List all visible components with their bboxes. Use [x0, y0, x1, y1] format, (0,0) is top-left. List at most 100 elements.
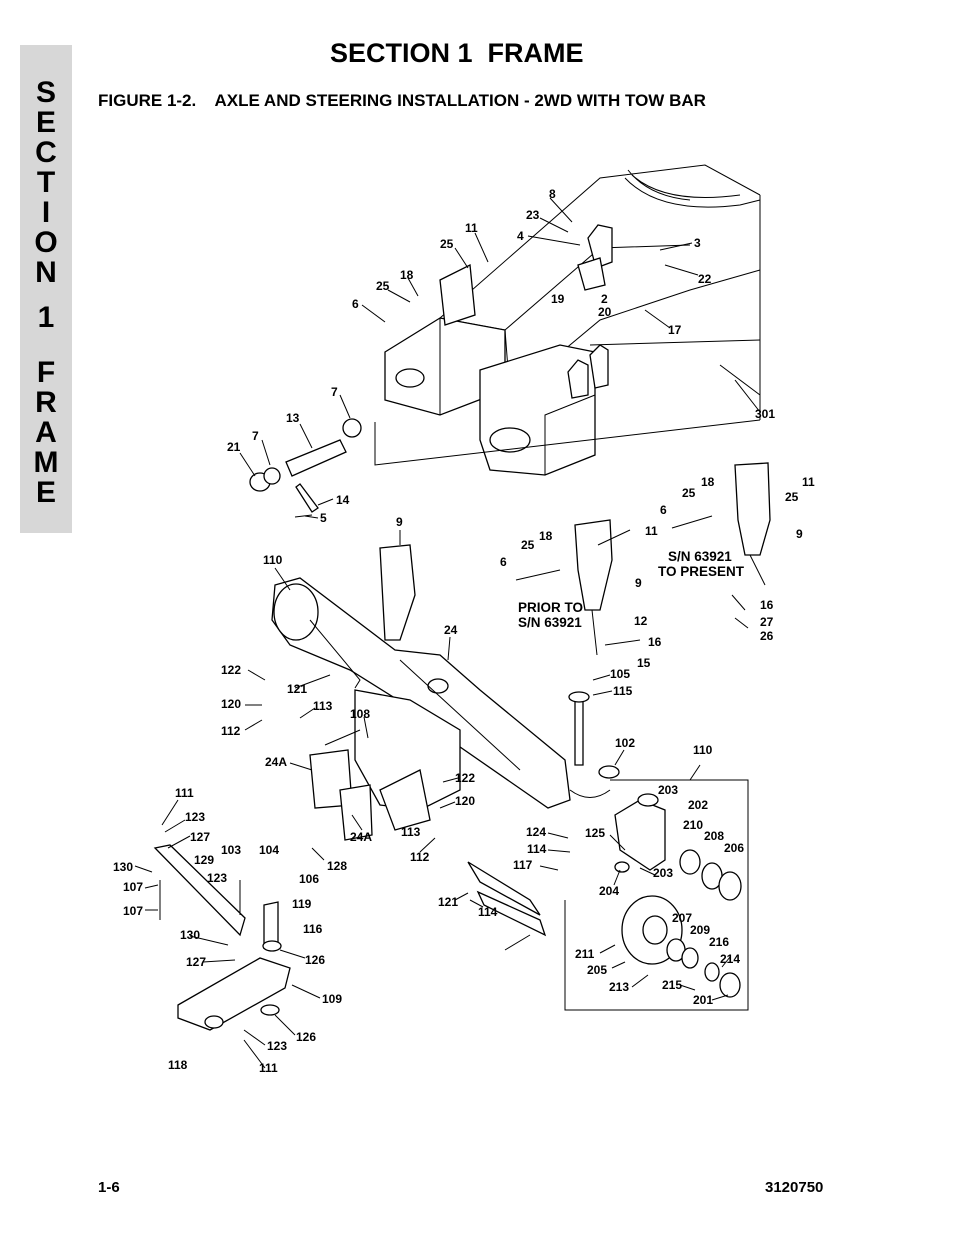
- callout-label: 106: [299, 872, 319, 886]
- callout-label: 128: [327, 859, 347, 873]
- callout-label: 5: [320, 511, 327, 525]
- callout-label: 9: [796, 527, 803, 541]
- callout-label: 25: [440, 237, 454, 251]
- callout-label: 209: [690, 923, 710, 937]
- callout-label: 21: [227, 440, 241, 454]
- serial-number-notes: PRIOR TO S/N 63921 S/N 63921 TO PRESENT: [518, 549, 745, 630]
- callout-label: 117: [513, 858, 533, 872]
- callout-label: 26: [760, 629, 774, 643]
- callout-label: 203: [658, 783, 678, 797]
- callout-label: 6: [352, 297, 359, 311]
- callout-label: 4: [517, 229, 524, 243]
- callout-label: 18: [400, 268, 414, 282]
- callout-label: 116: [303, 922, 323, 936]
- callout-label: 20: [598, 305, 612, 319]
- callout-label: 2: [601, 292, 608, 306]
- callout-label: 301: [755, 407, 775, 421]
- callout-label: 119: [292, 897, 312, 911]
- side-tab-letter: 1: [37, 301, 55, 334]
- callout-label: 203: [653, 866, 673, 880]
- callout-label: 127: [186, 955, 206, 969]
- callout-label: 130: [180, 928, 200, 942]
- callout-label: 24A: [350, 830, 372, 844]
- callout-label: 206: [724, 841, 744, 855]
- callout-label: 215: [662, 978, 682, 992]
- callout-label: 123: [207, 871, 227, 885]
- side-tab-letter: F: [36, 356, 56, 389]
- callout-label: 11: [645, 524, 658, 538]
- tow-bar: [153, 844, 547, 1031]
- callout-label: 103: [221, 843, 241, 857]
- leader-lines: [134, 197, 761, 1069]
- callout-label: 121: [287, 682, 307, 696]
- callout-label: 102: [615, 736, 635, 750]
- callout-label: 8: [549, 187, 556, 201]
- callout-label: 6: [660, 503, 667, 517]
- callout-label: 110: [263, 553, 283, 567]
- side-tab-letter: A: [35, 416, 57, 449]
- callout-label: 14: [336, 493, 350, 507]
- callout-label: 202: [688, 798, 708, 812]
- axle-assembly: [271, 577, 620, 841]
- side-tab-letter: C: [35, 136, 57, 169]
- side-tab-letter: O: [34, 226, 58, 259]
- callout-label: 107: [123, 880, 143, 894]
- steering-cylinders: [379, 462, 771, 656]
- page-number: 1-6: [98, 1179, 120, 1196]
- callout-label: 7: [252, 429, 259, 443]
- callout-label: 122: [455, 771, 475, 785]
- callout-label: 118: [168, 1058, 188, 1072]
- frame-assembly: [374, 164, 761, 476]
- callout-label: 15: [637, 656, 651, 670]
- callout-label: 108: [350, 707, 370, 721]
- callout-label: 112: [410, 850, 430, 864]
- callout-label: 109: [322, 992, 342, 1006]
- side-tab-letter: I: [41, 196, 51, 229]
- callout-label: 6: [500, 555, 507, 569]
- callout-label: 104: [259, 843, 279, 857]
- callout-label: 13: [286, 411, 300, 425]
- side-tab-letter: S: [35, 76, 56, 109]
- callout-label: 130: [113, 860, 133, 874]
- side-tab-letter: M: [33, 446, 59, 479]
- prior-sn-note-line2: S/N 63921: [518, 615, 582, 630]
- callout-label: 16: [648, 635, 662, 649]
- callout-label: 127: [190, 830, 210, 844]
- side-tab-letter: E: [35, 476, 56, 509]
- callout-label: 7: [331, 385, 338, 399]
- callout-label: 123: [267, 1039, 287, 1053]
- callout-label: 25: [682, 486, 696, 500]
- side-tab-letter: N: [35, 256, 57, 289]
- callout-label: 9: [635, 576, 642, 590]
- callout-label: 12: [634, 614, 648, 628]
- callout-label: 18: [539, 529, 553, 543]
- callout-label: 207: [672, 911, 692, 925]
- callout-label: 22: [698, 272, 712, 286]
- hub-detail-box: [564, 764, 749, 1011]
- callout-label: 120: [455, 794, 475, 808]
- callout-label: 125: [585, 826, 605, 840]
- callout-label: 210: [683, 818, 703, 832]
- callout-label: 121: [438, 895, 458, 909]
- callout-label: 211: [575, 947, 595, 961]
- document-number: 3120750: [765, 1179, 824, 1196]
- callout-label: 112: [221, 724, 241, 738]
- present-sn-note-line2: TO PRESENT: [658, 564, 745, 579]
- callout-label: 129: [194, 853, 214, 867]
- callout-label: 25: [376, 279, 390, 293]
- callout-label: 25: [521, 538, 535, 552]
- callout-label: 204: [599, 884, 619, 898]
- callout-label: 124: [526, 825, 546, 839]
- callout-label: 24A: [265, 755, 287, 769]
- callout-label: 115: [613, 684, 633, 698]
- callout-label: 25: [785, 490, 799, 504]
- callout-label: 201: [693, 993, 713, 1007]
- callout-label: 111: [259, 1061, 278, 1075]
- callout-label: 11: [802, 475, 815, 489]
- callout-labels: 8 23 4 11 25 3 22 18 25 6 19 2 20 17 7 3…: [113, 187, 815, 1075]
- callout-label: 122: [221, 663, 241, 677]
- section-side-tab: S E C T I O N 1 F R A M E: [20, 45, 72, 533]
- callout-label: 114: [527, 842, 547, 856]
- callout-label: 27: [760, 615, 774, 629]
